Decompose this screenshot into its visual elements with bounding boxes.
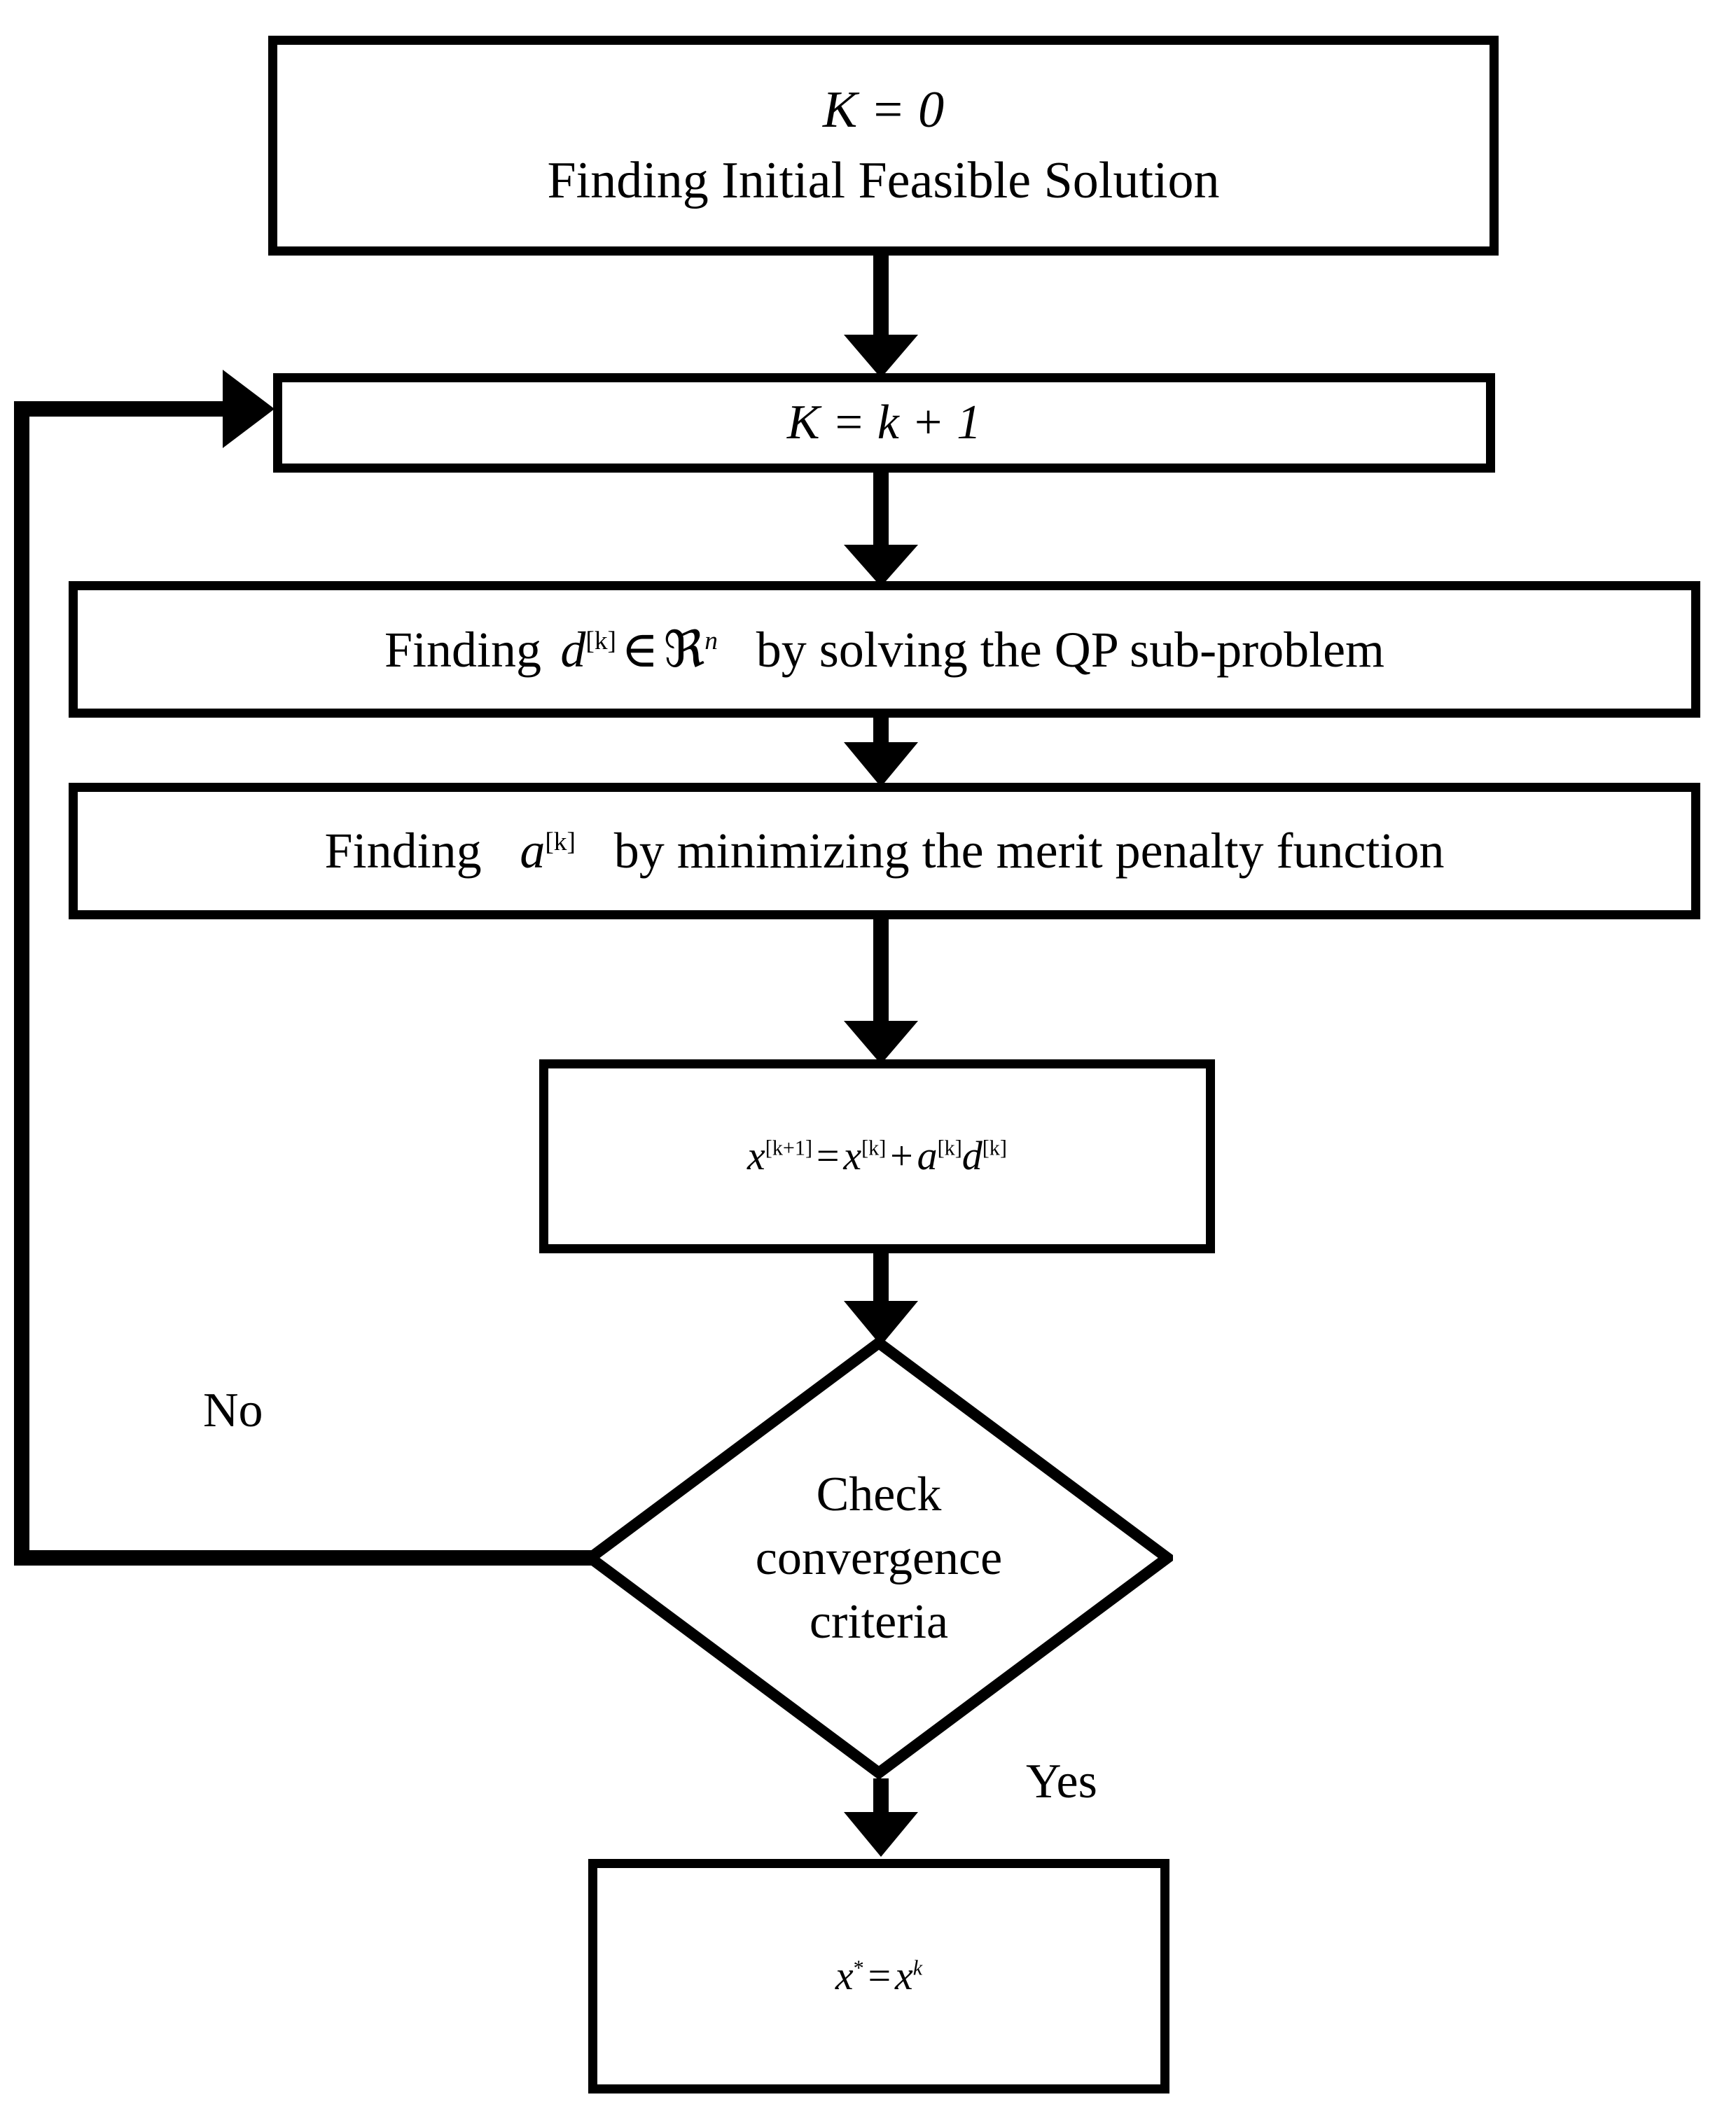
edge-decision-to-result — [844, 1778, 918, 1857]
decision-diamond-shape — [585, 1337, 1173, 1778]
node-qp-suffix: by solving the QP sub-problem — [756, 621, 1385, 678]
node-qp-set: ℜ — [663, 619, 705, 678]
edge-qp-to-merit — [844, 718, 918, 787]
decision-line3: criteria — [809, 1594, 949, 1649]
node-merit-prefix: Finding — [324, 823, 482, 879]
node-initial-feasible-solution[interactable]: K = 0 Finding Initial Feasible Solution — [268, 36, 1499, 256]
edge-update-to-decision — [844, 1253, 918, 1346]
node-increment-counter[interactable]: K = k + 1 — [273, 373, 1495, 473]
node-optimal-result[interactable]: x*=xk — [588, 1859, 1169, 2093]
node-init-line1: K = 0 — [822, 81, 945, 139]
update-rhs3-var: d — [961, 1133, 982, 1179]
node-merit-suffix: by minimizing the merit penalty function — [613, 823, 1445, 879]
node-result-equation-text: x*=xk — [835, 1952, 922, 2000]
node-qp-prefix: Finding — [384, 621, 542, 678]
node-check-convergence-criteria[interactable]: Check convergence criteria — [585, 1337, 1173, 1778]
update-rhs3-sup: [k] — [982, 1136, 1007, 1160]
edge-init-to-increment — [844, 256, 918, 378]
node-merit-text: Finding a[k] by minimizing the merit penal… — [325, 821, 1445, 881]
node-merit-var-sup: [k] — [545, 828, 576, 857]
result-rhs-var: x — [895, 1953, 913, 1999]
result-equals: = — [868, 1953, 891, 1999]
update-plus: + — [890, 1133, 913, 1179]
node-solve-qp-subproblem[interactable]: Finding d[k]∈ℜn by solving the QP sub-prob… — [69, 581, 1700, 718]
update-lhs-sup: [k+1] — [765, 1136, 813, 1160]
node-qp-text: Finding d[k]∈ℜn by solving the QP sub-prob… — [384, 620, 1384, 680]
edge-label-yes: Yes — [1026, 1755, 1097, 1809]
decision-label-group: Check convergence criteria — [585, 1337, 1173, 1778]
edge-decision-no-feedback-loop — [14, 370, 592, 1566]
edge-label-no: No — [203, 1384, 263, 1437]
node-merit-var: a — [520, 823, 546, 879]
decision-line2: convergence — [755, 1531, 1003, 1585]
update-equals: = — [816, 1133, 840, 1179]
node-qp-var-sup: [k] — [585, 626, 617, 655]
edge-merit-to-update — [844, 919, 918, 1064]
result-lhs-var: x — [835, 1953, 854, 1999]
decision-line1: Check — [816, 1467, 942, 1521]
result-rhs-sup: k — [912, 1956, 923, 1980]
result-lhs-sup: * — [853, 1956, 864, 1980]
update-rhs2-sup: [k] — [937, 1136, 962, 1160]
node-minimize-merit-penalty[interactable]: Finding a[k] by minimizing the merit penal… — [69, 783, 1700, 919]
node-update-equation-text: x[k+1]=x[k]+a[k]d[k] — [747, 1132, 1007, 1180]
update-rhs1-sup: [k] — [861, 1136, 887, 1160]
update-lhs-var: x — [747, 1133, 765, 1179]
node-init-line2: Finding Initial Feasible Solution — [547, 152, 1220, 209]
node-update-equation[interactable]: x[k+1]=x[k]+a[k]d[k] — [539, 1059, 1215, 1253]
node-increment-text: K = k + 1 — [786, 395, 982, 450]
node-qp-set-sup: n — [704, 626, 718, 655]
node-qp-member-op: ∈ — [621, 621, 659, 678]
node-qp-var: d — [560, 621, 586, 678]
update-rhs1-var: x — [843, 1133, 862, 1179]
update-rhs2-var: a — [917, 1133, 938, 1179]
edge-increment-to-qp — [844, 473, 918, 587]
